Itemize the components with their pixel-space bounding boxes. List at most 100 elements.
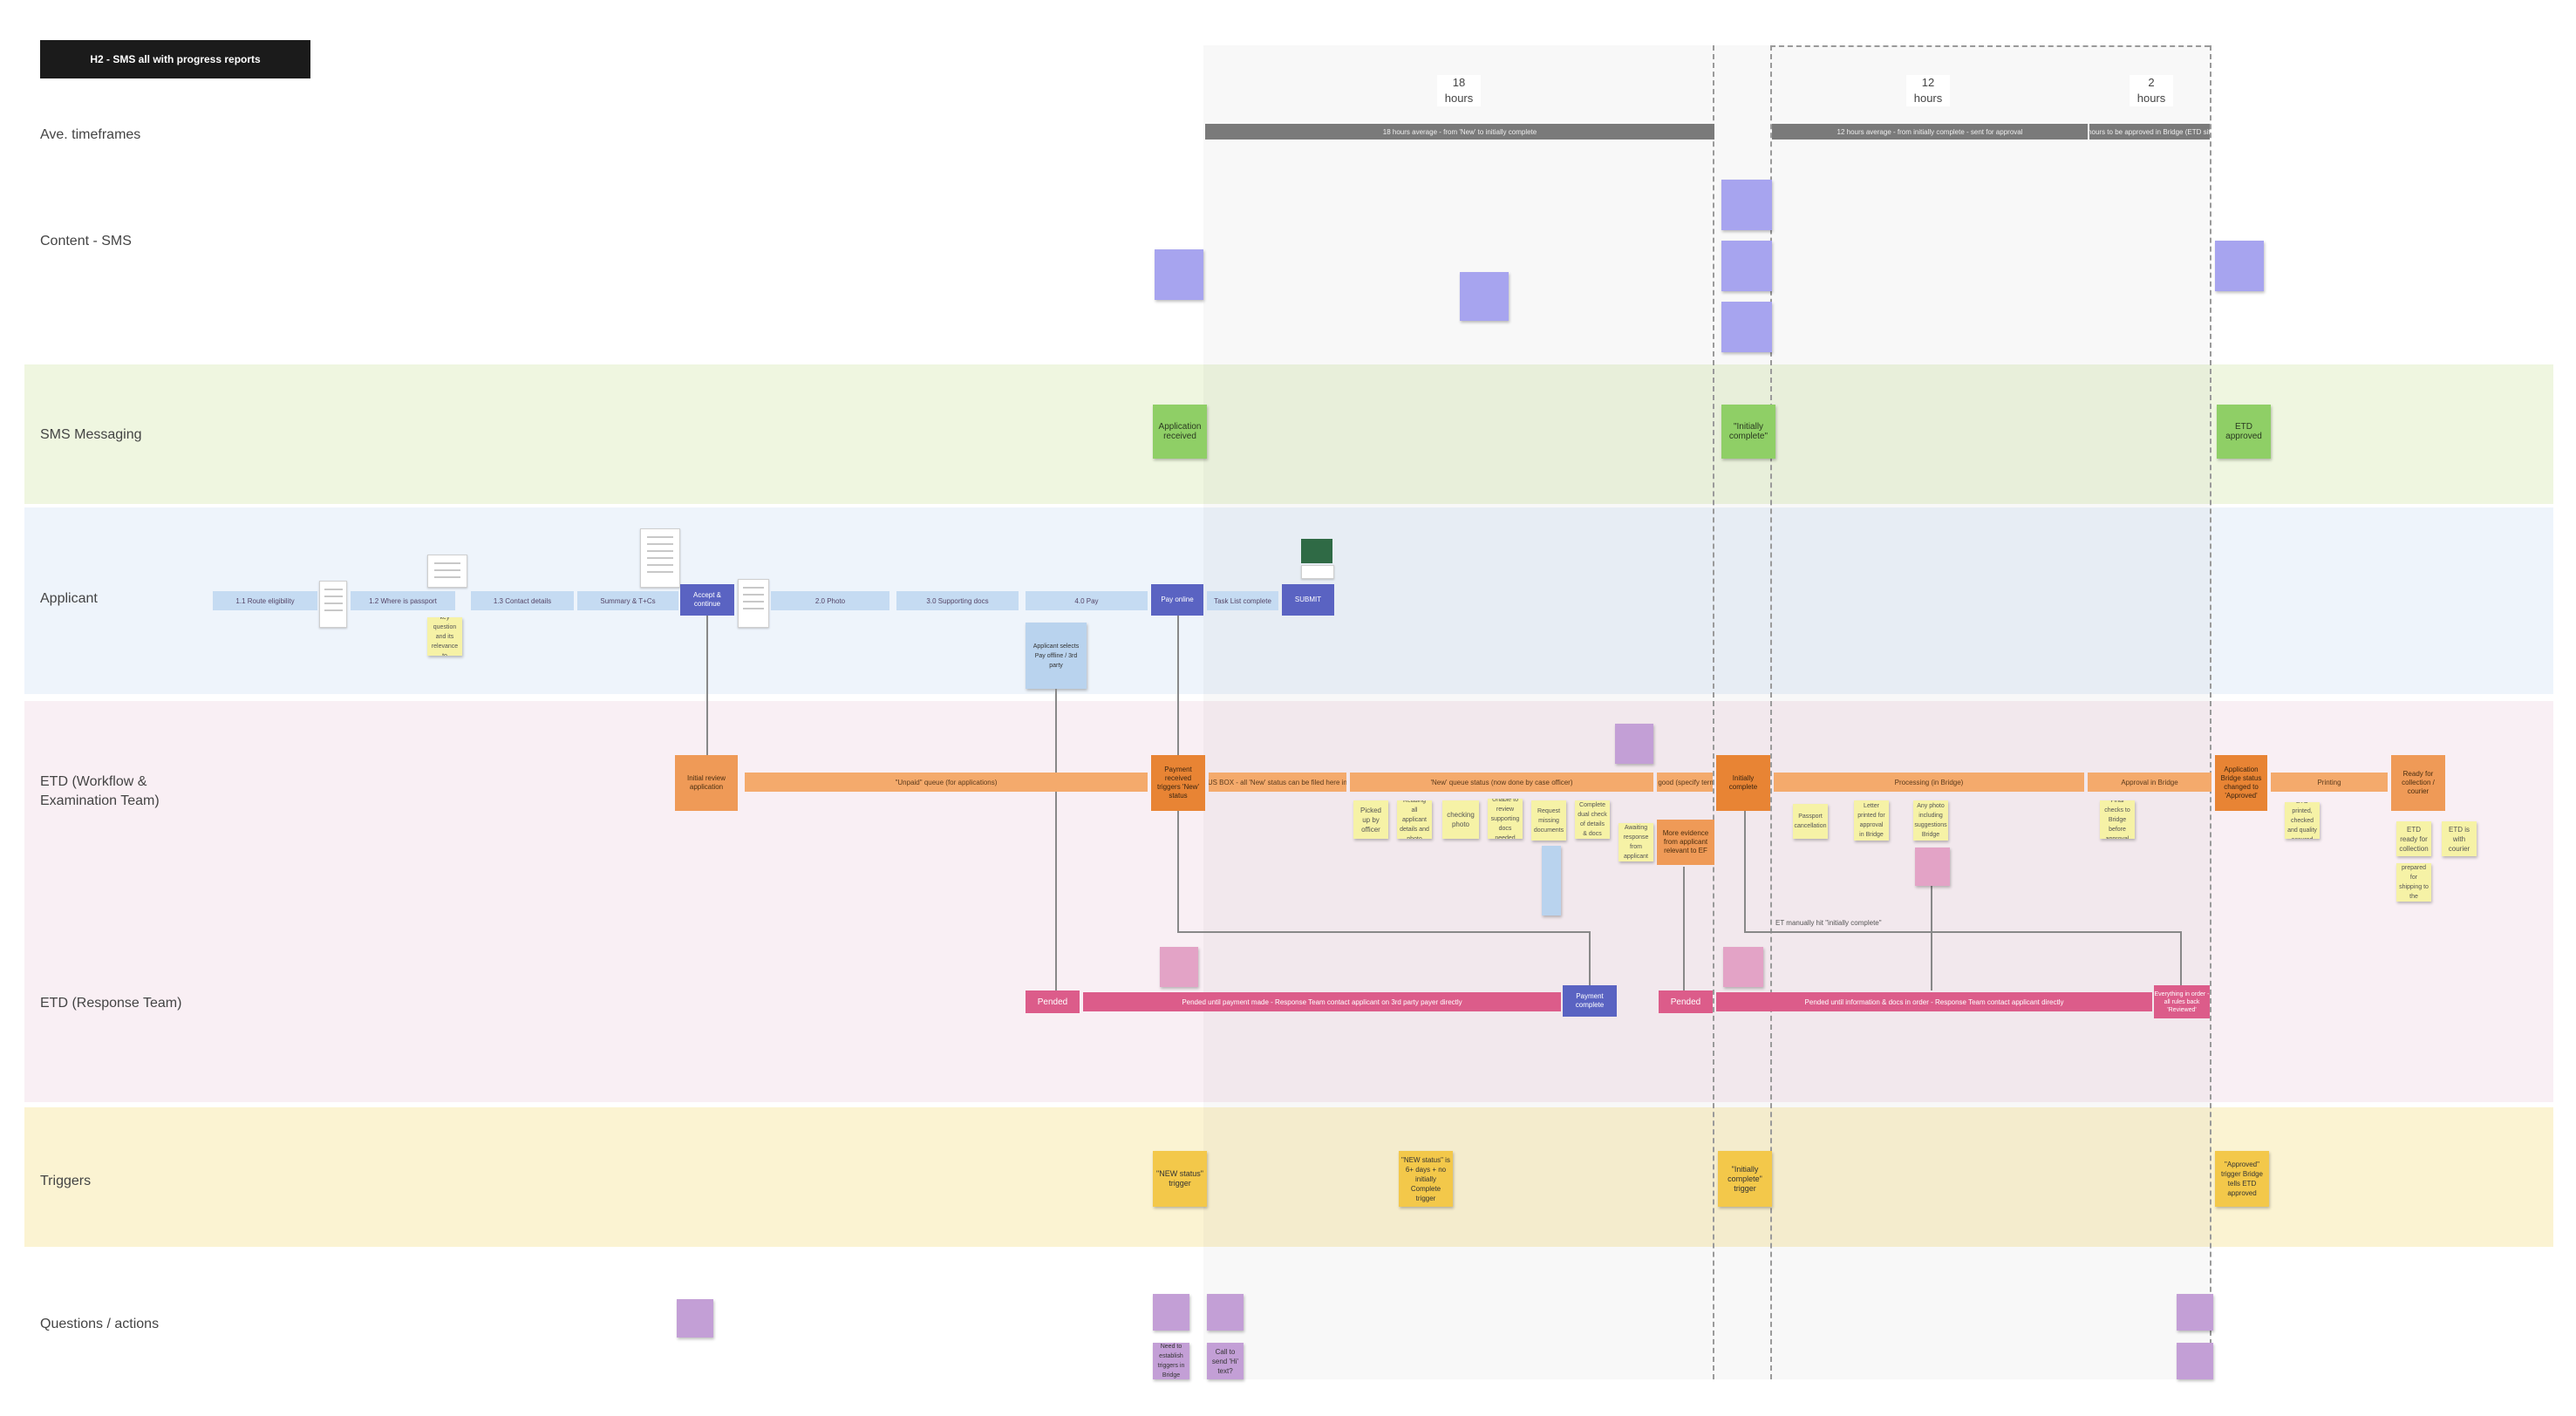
trigger-approved[interactable]: "Approved" trigger Bridge tells ETD appr…: [2215, 1151, 2269, 1207]
lane-label-applicant: Applicant: [40, 591, 98, 606]
step-photo[interactable]: 2.0 Photo: [771, 591, 889, 610]
response-everything-in-order[interactable]: Everything in order - all rules back 'Re…: [2154, 985, 2210, 1018]
response-pended[interactable]: Pended: [1026, 991, 1080, 1013]
response-payment-complete[interactable]: Payment complete: [1563, 985, 1617, 1017]
divider-initially-complete: [1713, 45, 1714, 1379]
connector-line: [1589, 931, 1591, 985]
trigger-new-status[interactable]: "NEW status" trigger: [1153, 1151, 1207, 1207]
trigger-initially-complete[interactable]: "Initially complete" trigger: [1718, 1151, 1772, 1207]
question-sticky[interactable]: [2177, 1343, 2213, 1379]
response-note[interactable]: [1723, 947, 1763, 987]
timeframe-bar: 18 hours average - from 'New' to initial…: [1205, 124, 1714, 140]
workflow-payment-received[interactable]: Payment received triggers 'New' status: [1151, 755, 1205, 811]
workflow-sticky[interactable]: Unable to review supporting docs needed: [1488, 799, 1523, 839]
step-summary-tcs[interactable]: Summary & T+Cs: [577, 591, 678, 610]
workflow-sticky[interactable]: Any photo including suggestions Bridge: [1913, 800, 1948, 841]
step-supporting-docs[interactable]: 3.0 Supporting docs: [896, 591, 1019, 610]
screen-thumbnail: [738, 579, 769, 628]
step-contact-details[interactable]: 1.3 Contact details: [471, 591, 574, 610]
applicant-note[interactable]: Caution key question and its relevance t…: [427, 617, 462, 656]
workflow-ready-box[interactable]: Ready for collection / courier: [2391, 755, 2445, 811]
sms-application-received[interactable]: Application received: [1153, 405, 1207, 459]
timeframe-bar: 12 hours average - from initially comple…: [1772, 124, 2088, 140]
workflow-all-good[interactable]: All good (specify terms): [1657, 773, 1713, 792]
workflow-initially-complete[interactable]: Initially complete: [1716, 755, 1770, 811]
sms-initially-complete[interactable]: "Initially complete": [1721, 405, 1775, 459]
timeframe-bar: Approx 2 hours to be approved in Bridge …: [2089, 124, 2210, 140]
workflow-new-status-bar[interactable]: NEW STATUS BOX - all 'New' status can be…: [1209, 773, 1346, 792]
connector-line: [1744, 931, 2182, 933]
applicant-note[interactable]: Applicant selects Pay offline / 3rd part…: [1026, 623, 1087, 689]
sms-content-sticky[interactable]: [1721, 241, 1772, 291]
workflow-sticky[interactable]: Awaiting response from applicant: [1619, 823, 1653, 861]
trigger-new-status-overdue[interactable]: "NEW status" is 6+ days + no initially C…: [1399, 1151, 1453, 1207]
divider-post-complete: [1770, 45, 1772, 1379]
workflow-sticky[interactable]: Picked up by officer: [1353, 800, 1388, 839]
timeframe-value: 18 hours: [1437, 75, 1481, 106]
question-sticky[interactable]: [677, 1299, 713, 1338]
workflow-initial-review[interactable]: Initial review application: [675, 755, 738, 811]
workflow-sticky[interactable]: [1915, 848, 1950, 886]
workflow-sticky[interactable]: Request missing documents: [1531, 800, 1566, 841]
workflow-new-queue-bar[interactable]: 'New' queue status (now done by case off…: [1350, 773, 1653, 792]
workflow-approval-bar[interactable]: Approval in Bridge: [2088, 773, 2211, 792]
workflow-sticky[interactable]: ETD is with courier: [2442, 821, 2477, 856]
step-task-list-complete[interactable]: Task List complete: [1207, 591, 1278, 610]
response-pended[interactable]: Pended: [1659, 991, 1713, 1013]
workflow-sticky[interactable]: [1542, 846, 1561, 916]
question-sticky[interactable]: [2177, 1294, 2213, 1331]
workflow-more-evidence[interactable]: More evidence from applicant relevant to…: [1657, 820, 1714, 865]
question-sticky[interactable]: [1153, 1294, 1189, 1331]
question-sticky[interactable]: Need to establish triggers in Bridge: [1153, 1343, 1189, 1379]
workflow-sticky[interactable]: Final checks to Bridge before approval: [2100, 800, 2135, 839]
workflow-sticky[interactable]: ETD prepared for shipping to the consula…: [2396, 863, 2431, 902]
lane-label-etd-response: ETD (Response Team): [40, 996, 182, 1011]
connector-label: ET manually hit "initially complete": [1775, 919, 1882, 927]
question-sticky[interactable]: Call to send 'Hi' text?: [1207, 1343, 1244, 1379]
workflow-sticky[interactable]: ETD printed, checked and quality assured: [2285, 802, 2320, 839]
workflow-sticky[interactable]: Complete dual check of details & docs: [1575, 800, 1610, 839]
workflow-processing-bar[interactable]: Processing (in Bridge): [1774, 773, 2084, 792]
response-pended-info-bar[interactable]: Pended until information & docs in order…: [1716, 992, 2152, 1011]
response-note[interactable]: [1160, 947, 1198, 987]
step-route-eligibility[interactable]: 1.1 Route eligibility: [213, 591, 317, 610]
step-where-is-passport[interactable]: 1.2 Where is passport: [351, 591, 455, 610]
sms-content-sticky[interactable]: [2215, 241, 2264, 291]
workflow-approved-box[interactable]: Application Bridge status changed to 'Ap…: [2215, 755, 2267, 811]
response-pended-payment-bar[interactable]: Pended until payment made - Response Tea…: [1083, 992, 1561, 1011]
connector-line: [1055, 689, 1057, 996]
timeframe-unit: hours: [1444, 92, 1474, 105]
timeframe-number: 18: [1452, 76, 1466, 89]
connector-line: [1177, 811, 1179, 933]
step-pay-online[interactable]: Pay online: [1151, 584, 1203, 616]
sms-content-sticky[interactable]: [1460, 272, 1509, 321]
workflow-sticky[interactable]: Letter printed for approval in Bridge: [1854, 800, 1889, 841]
workflow-printing-bar[interactable]: Printing: [2271, 773, 2388, 792]
screen-thumbnail: [319, 581, 347, 628]
workflow-sticky[interactable]: checking photo: [1442, 800, 1479, 839]
lane-label-content-sms: Content - SMS: [40, 234, 132, 248]
etd-band: [24, 701, 2553, 1102]
connector-line: [1931, 882, 1932, 991]
question-sticky[interactable]: [1207, 1294, 1244, 1331]
frame-top: [1770, 45, 2210, 47]
step-accept-continue[interactable]: Accept & continue: [680, 584, 734, 616]
workflow-sticky[interactable]: Reading all applicant details and photo: [1397, 800, 1432, 839]
sms-etd-approved[interactable]: ETD approved: [2217, 405, 2271, 459]
lane-label-triggers: Triggers: [40, 1174, 92, 1188]
sms-content-sticky[interactable]: [1721, 302, 1772, 352]
workflow-unpaid-queue[interactable]: "Unpaid" queue (for applications): [745, 773, 1148, 792]
step-submit[interactable]: SUBMIT: [1282, 584, 1334, 616]
workflow-note[interactable]: [1615, 724, 1653, 764]
sms-content-sticky[interactable]: [1721, 180, 1772, 230]
sms-content-sticky[interactable]: [1155, 249, 1203, 300]
workflow-sticky[interactable]: ETD ready for collection: [2396, 821, 2431, 856]
step-pay[interactable]: 4.0 Pay: [1026, 591, 1148, 610]
triggers-band: [24, 1107, 2553, 1247]
connector-line: [706, 616, 708, 755]
screen-thumbnail: [427, 555, 467, 588]
screen-thumbnail: [640, 528, 680, 588]
lane-label-timeframes: Ave. timeframes: [40, 127, 141, 142]
workflow-sticky[interactable]: Passport cancellation: [1793, 804, 1828, 839]
